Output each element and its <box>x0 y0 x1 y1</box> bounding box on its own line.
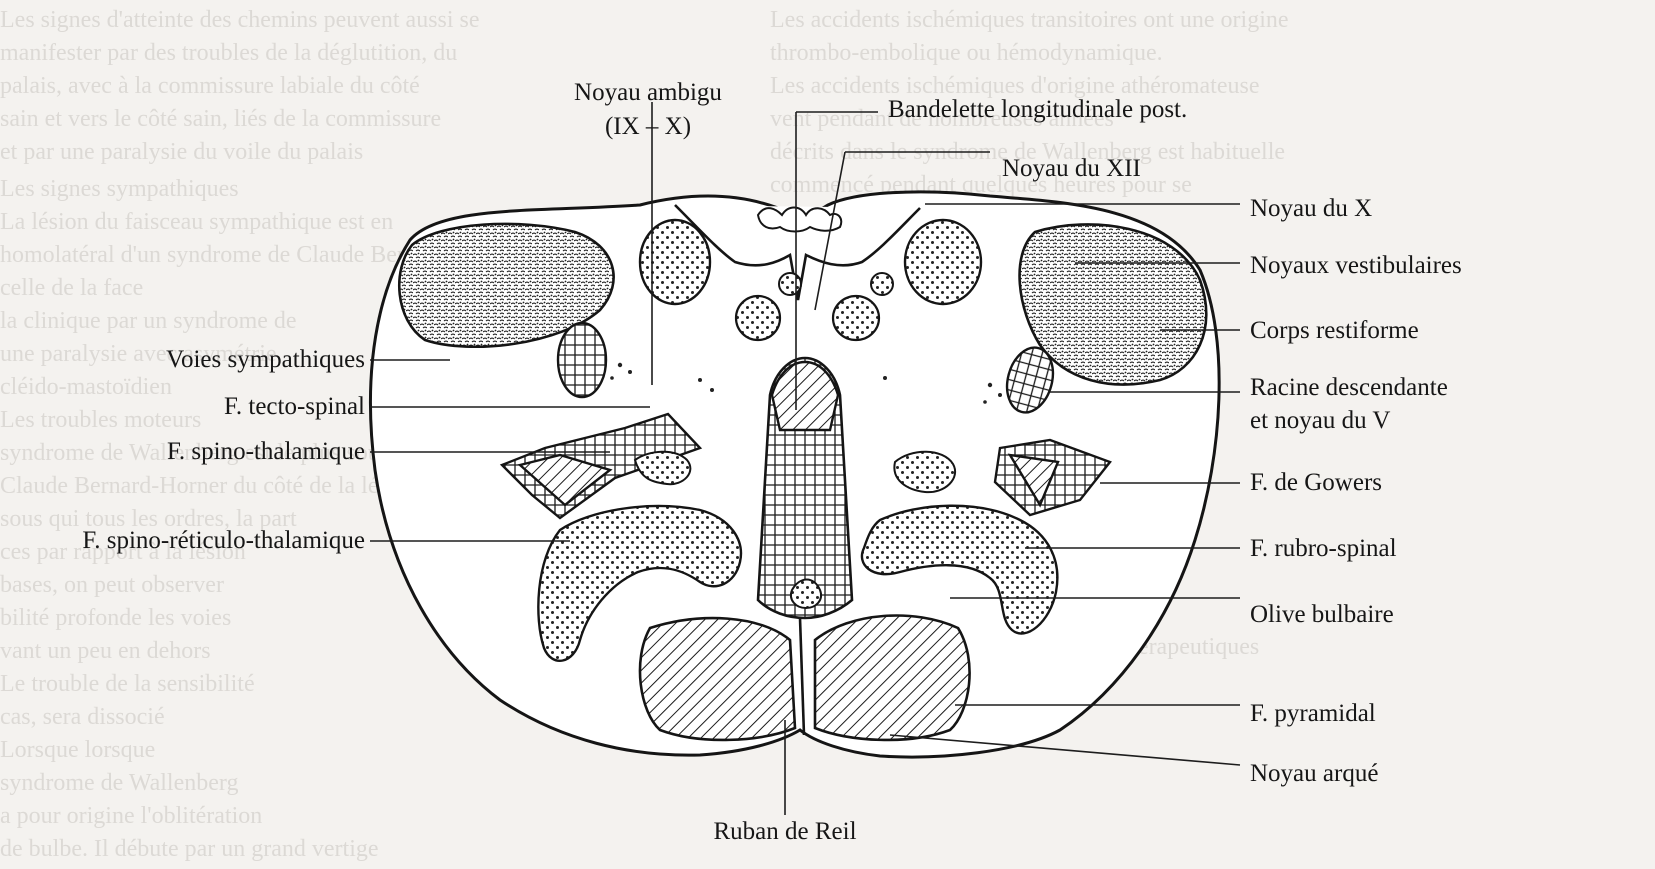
faisceau-pyramidal-left <box>640 618 795 740</box>
label-bandelette-longitudinale: Bandelette longitudinale post. <box>888 95 1187 125</box>
label-noyau-xii: Noyau du XII <box>1002 154 1141 184</box>
noyau-arque <box>791 580 821 609</box>
noyau-xii-right <box>833 296 879 340</box>
label-corps-restiforme: Corps restiforme <box>1250 316 1419 346</box>
label-noyau-arque: Noyau arqué <box>1250 759 1378 789</box>
label-noyau-du-v: et noyau du V <box>1250 406 1391 436</box>
label-faisceau-gowers: F. de Gowers <box>1250 468 1382 498</box>
label-noyau-ambigu-ix-x: (IX – X) <box>548 112 748 142</box>
label-faisceau-spino-thalamique: F. spino-thalamique <box>0 437 365 467</box>
label-noyaux-vestibulaires: Noyaux vestibulaires <box>1250 251 1462 281</box>
noyau-x-left <box>779 273 801 295</box>
label-faisceau-tecto-spinal: F. tecto-spinal <box>0 392 365 422</box>
label-faisceau-pyramidal: F. pyramidal <box>1250 699 1376 729</box>
label-voies-sympathiques: Voies sympathiques <box>0 345 365 375</box>
noyau-vestibulaire-right <box>905 220 981 304</box>
label-ruban-de-reil: Ruban de Reil <box>660 817 910 847</box>
label-racine-descendante: Racine descendante <box>1250 373 1448 403</box>
faisceau-pyramidal-right <box>815 616 970 740</box>
noyau-xii-left <box>736 296 780 340</box>
noyau-x-right <box>871 273 893 295</box>
voies-sympathiques-bundle <box>558 323 606 397</box>
label-olive-bulbaire: Olive bulbaire <box>1250 600 1394 630</box>
label-noyau-x: Noyau du X <box>1250 194 1372 224</box>
label-faisceau-rubro-spinal: F. rubro-spinal <box>1250 534 1397 564</box>
noyau-vestibulaire-left <box>640 220 710 304</box>
label-noyau-ambigu: Noyau ambigu <box>548 78 748 108</box>
label-faisceau-spino-reticulo-thalamique: F. spino-réticulo-thalamique <box>0 526 365 556</box>
